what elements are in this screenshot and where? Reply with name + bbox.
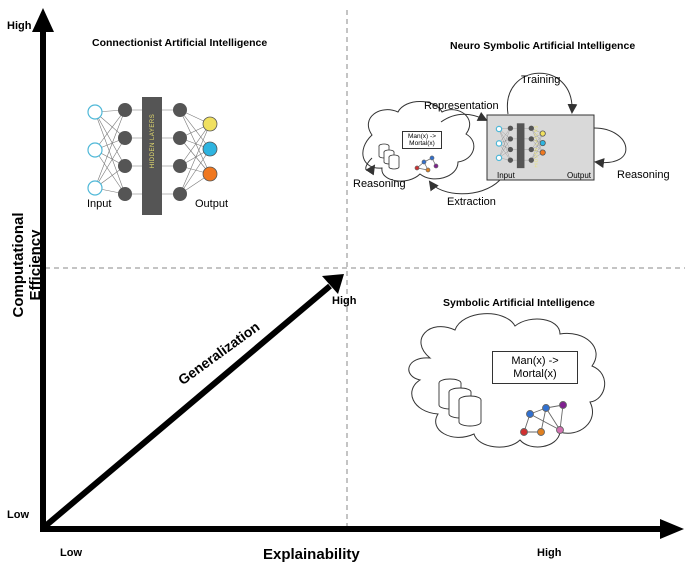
ns-graph-icon bbox=[414, 155, 439, 173]
reasoning-right-arrow bbox=[593, 127, 627, 169]
y-axis-high-label: High bbox=[7, 20, 32, 32]
reasoning-left-arrow bbox=[365, 157, 376, 176]
x-axis-high-label: High bbox=[537, 547, 562, 559]
sym-graph-icon bbox=[520, 401, 567, 436]
generalization-arrow bbox=[41, 274, 344, 531]
symbolic-rule-box: Man(x) -> Mortal(x) bbox=[492, 351, 578, 384]
connectionist-hidden-layers-label: HIDDEN LAYERS bbox=[150, 113, 156, 169]
y-axis-low-label: Low bbox=[7, 509, 29, 521]
input-node bbox=[87, 180, 103, 196]
y-axis-arrow bbox=[32, 8, 54, 530]
extraction-label: Extraction bbox=[447, 196, 496, 208]
output-node bbox=[539, 130, 546, 137]
hidden-node bbox=[528, 125, 534, 131]
hidden-node bbox=[507, 157, 514, 163]
training-label: Training bbox=[521, 74, 561, 86]
x-axis-low-label: Low bbox=[60, 547, 82, 559]
hidden-node bbox=[507, 136, 514, 142]
connectionist-input-label: Input bbox=[87, 198, 112, 210]
input-node bbox=[87, 104, 103, 120]
hidden-node bbox=[528, 157, 534, 163]
hidden-layers-bar bbox=[516, 123, 525, 169]
connectionist-network bbox=[87, 97, 218, 215]
y-axis-title: Computational Efficiency bbox=[10, 212, 44, 318]
hidden-node bbox=[528, 136, 534, 142]
ns-rule-box: Man(x) -> Mortal(x) bbox=[402, 131, 442, 149]
hidden-node bbox=[173, 159, 187, 173]
ns-hidden-layers-label: HIDDEN LAYERS bbox=[533, 125, 539, 168]
x-axis-arrow bbox=[40, 519, 684, 539]
neuro-symbolic-diagram bbox=[362, 72, 627, 195]
hidden-node bbox=[173, 131, 187, 145]
input-node bbox=[495, 125, 503, 133]
reasoning-left-label: Reasoning bbox=[353, 178, 406, 190]
hidden-node bbox=[118, 103, 132, 117]
ns-input-label: Input bbox=[497, 171, 515, 180]
ns-output-label: Output bbox=[567, 171, 592, 180]
output-node bbox=[202, 166, 218, 182]
output-node bbox=[202, 141, 218, 157]
input-node bbox=[495, 154, 503, 162]
neuro-symbolic-title: Neuro Symbolic Artificial Intelligence bbox=[450, 40, 636, 52]
symbolic-title: Symbolic Artificial Intelligence bbox=[443, 297, 595, 309]
connectionist-title: Connectionist Artificial Intelligence bbox=[92, 37, 268, 49]
output-node bbox=[539, 139, 546, 147]
hidden-node bbox=[118, 187, 132, 201]
training-arrow bbox=[506, 72, 578, 115]
hidden-node bbox=[173, 103, 187, 117]
x-axis-title: Explainability bbox=[263, 546, 360, 563]
hidden-node bbox=[173, 187, 187, 201]
hidden-layers-bar bbox=[142, 97, 162, 215]
connectionist-output-label: Output bbox=[195, 198, 229, 210]
input-node bbox=[87, 142, 103, 158]
representation-label: Representation bbox=[424, 100, 499, 112]
output-node bbox=[202, 116, 218, 132]
hidden-node bbox=[507, 125, 514, 131]
sym-database-icon bbox=[438, 378, 482, 427]
extraction-arrow bbox=[428, 179, 501, 195]
diagonal-high-label: High bbox=[332, 295, 357, 307]
reasoning-right-label: Reasoning bbox=[617, 169, 670, 181]
output-node bbox=[539, 149, 546, 156]
hidden-node bbox=[528, 146, 534, 153]
hidden-node bbox=[507, 146, 514, 153]
ns-database-icon bbox=[378, 143, 400, 170]
representation-arrow bbox=[440, 111, 488, 123]
ns-network bbox=[495, 123, 546, 169]
input-node bbox=[495, 140, 503, 147]
hidden-node bbox=[118, 159, 132, 173]
hidden-node bbox=[118, 131, 132, 145]
ns-network-box bbox=[486, 114, 595, 181]
